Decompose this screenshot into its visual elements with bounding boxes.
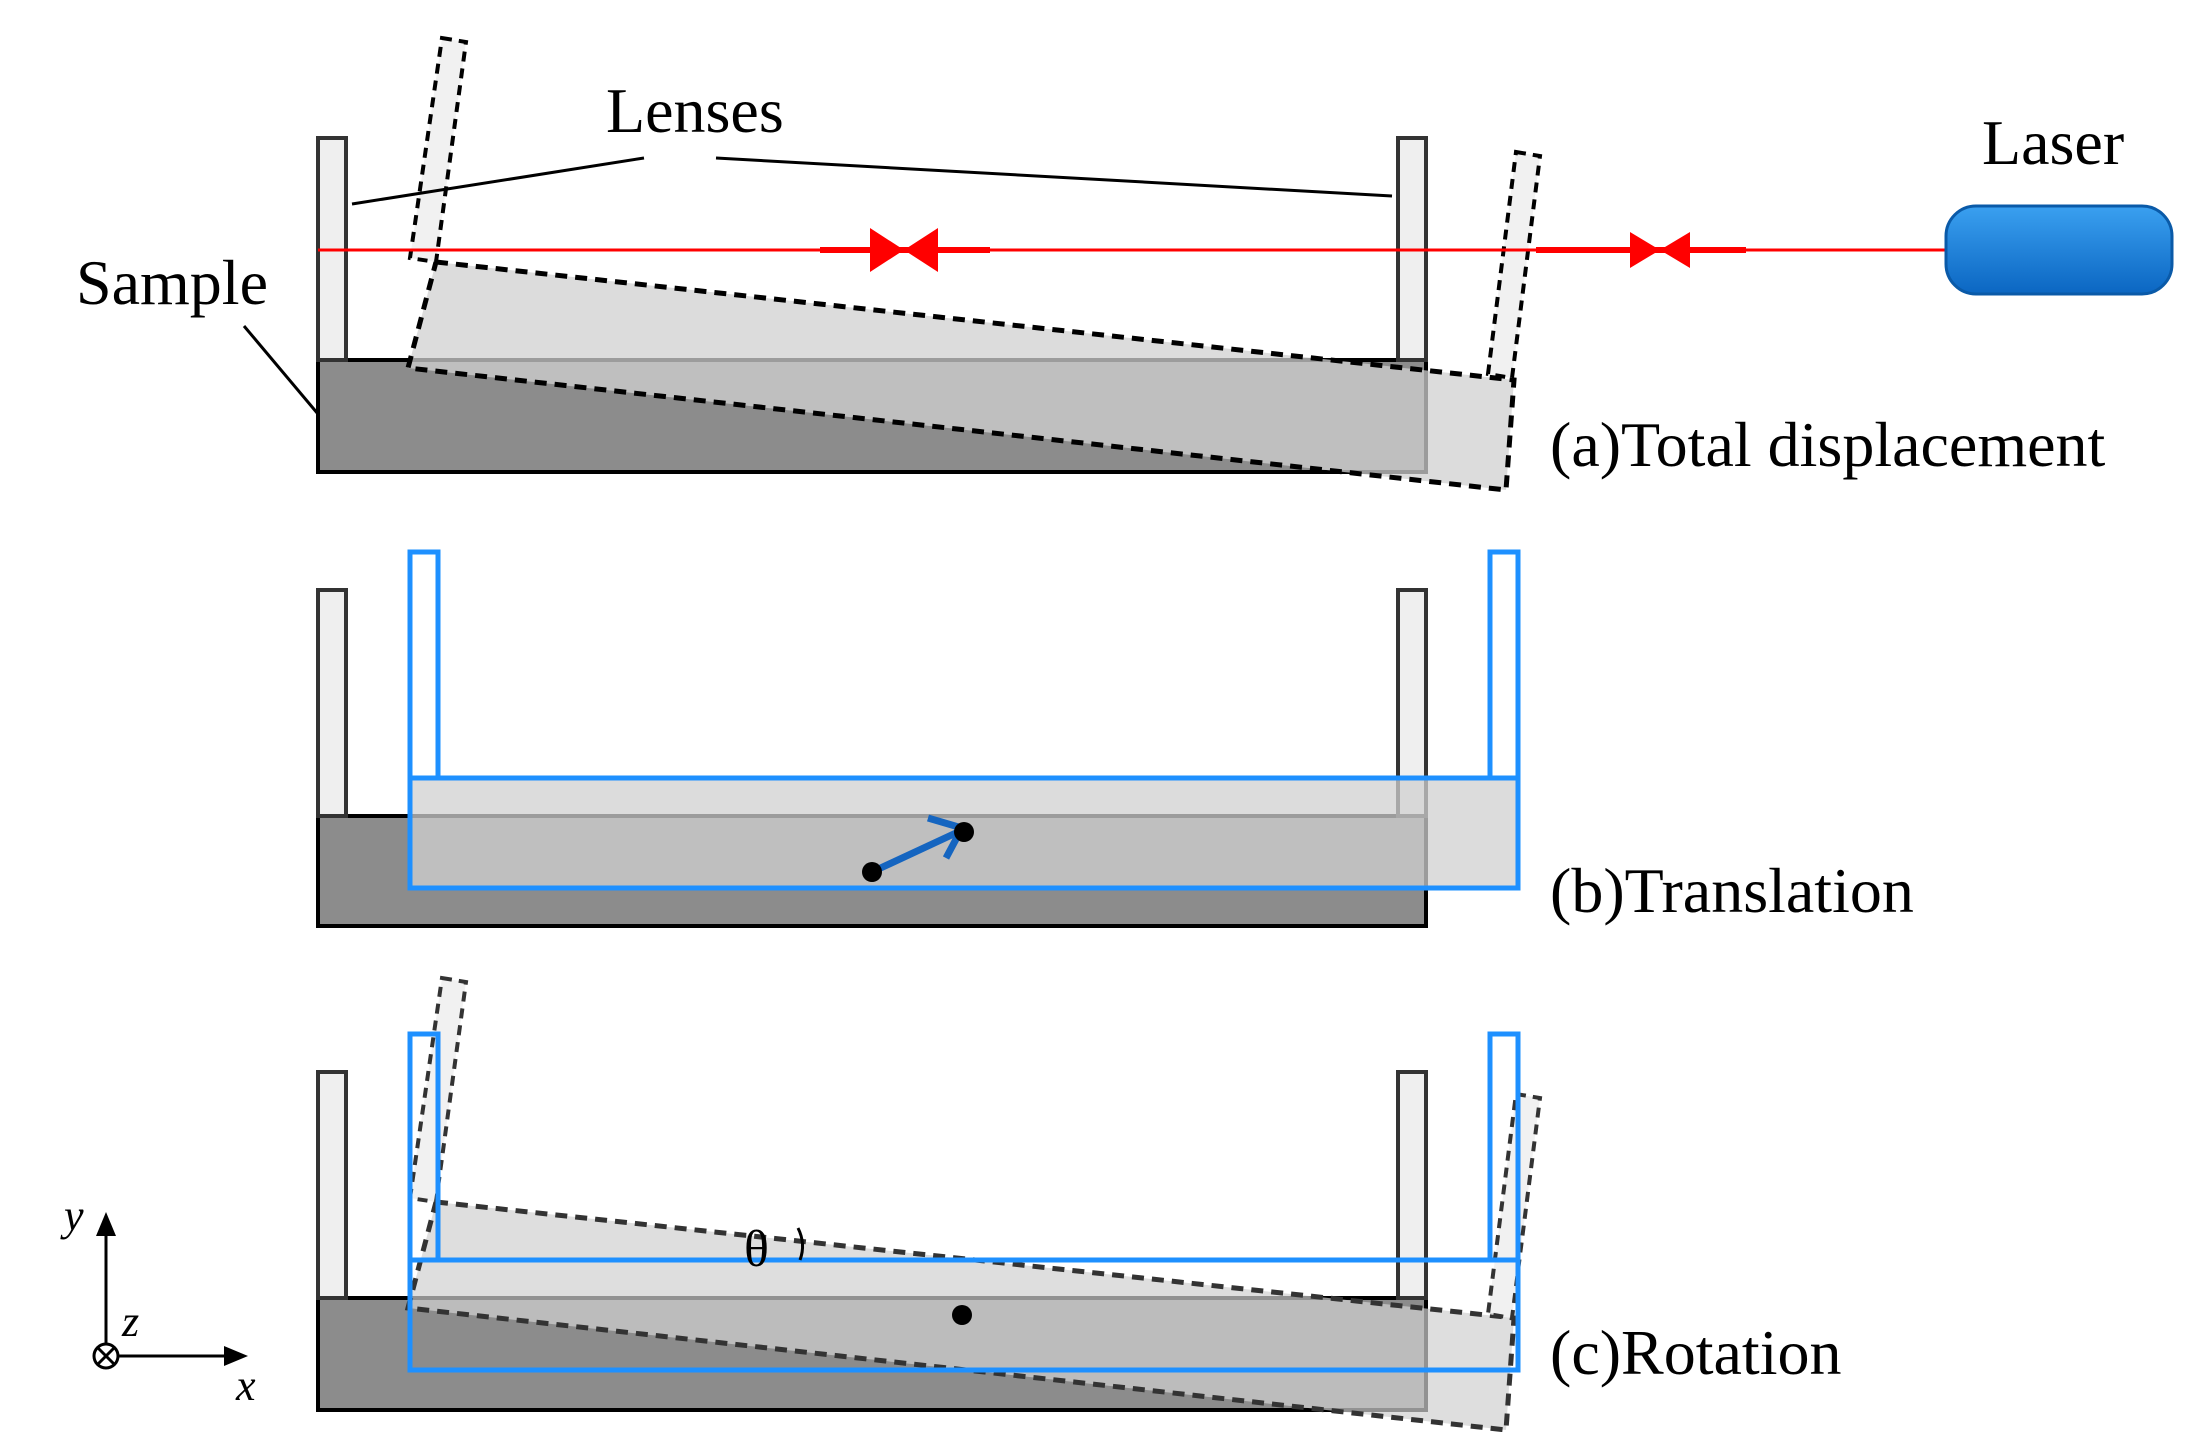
rotation-center-point [952, 1305, 972, 1325]
coordinate-axes: y z x [60, 1191, 256, 1410]
translation-start-point [862, 862, 882, 882]
sample-leader [242, 325, 320, 415]
translation-end-point [954, 822, 974, 842]
translation-vector [870, 828, 960, 876]
beam-focus-marker-1 [870, 228, 938, 272]
translated-lens-left-b [407, 549, 441, 781]
translated-sample-c [407, 1257, 1521, 1373]
y-axis-arrowhead [96, 1212, 116, 1236]
x-axis-arrowhead [224, 1346, 248, 1366]
lenses-leader-left [351, 156, 645, 206]
lens-right-c [1396, 1070, 1428, 1300]
panel-b-translation: (b)Translation [316, 549, 1914, 928]
displaced-sample-a [404, 259, 1517, 493]
displaced-lens-left-a [407, 35, 469, 265]
rotated-lens-right-c [1485, 1091, 1543, 1321]
panel-a-caption: (a)Total displacement [1550, 409, 2106, 480]
translated-lens-right-c [1487, 1031, 1521, 1263]
sample-label: Sample [76, 247, 268, 318]
lenses-leader-right [715, 156, 1393, 198]
laser-source [1944, 204, 2174, 296]
lens-left-c [316, 1070, 348, 1300]
translated-lens-left-c [407, 1031, 441, 1263]
z-axis-label: z [121, 1297, 139, 1346]
displaced-lens-right-a [1485, 149, 1543, 381]
rotation-angle-label: θ [744, 1221, 769, 1278]
laser-label: Laser [1982, 107, 2124, 178]
y-axis-label: y [60, 1191, 84, 1240]
z-axis-cross-2 [96, 1346, 116, 1366]
x-axis-label: x [235, 1361, 256, 1410]
lens-left-b [316, 588, 348, 818]
beam-focus-marker-2 [1630, 232, 1690, 268]
panel-c-caption: (c)Rotation [1550, 1317, 1841, 1388]
panel-c-rotation: θ (c)Rotation [316, 975, 1841, 1432]
lenses-label: Lenses [606, 75, 784, 146]
panel-b-caption: (b)Translation [1550, 855, 1914, 926]
panel-a-total-displacement: Lenses Laser Sample (a)Total displacemen… [76, 35, 2174, 493]
translated-lens-right-b [1487, 549, 1521, 781]
rotation-angle-arc [796, 1227, 805, 1261]
